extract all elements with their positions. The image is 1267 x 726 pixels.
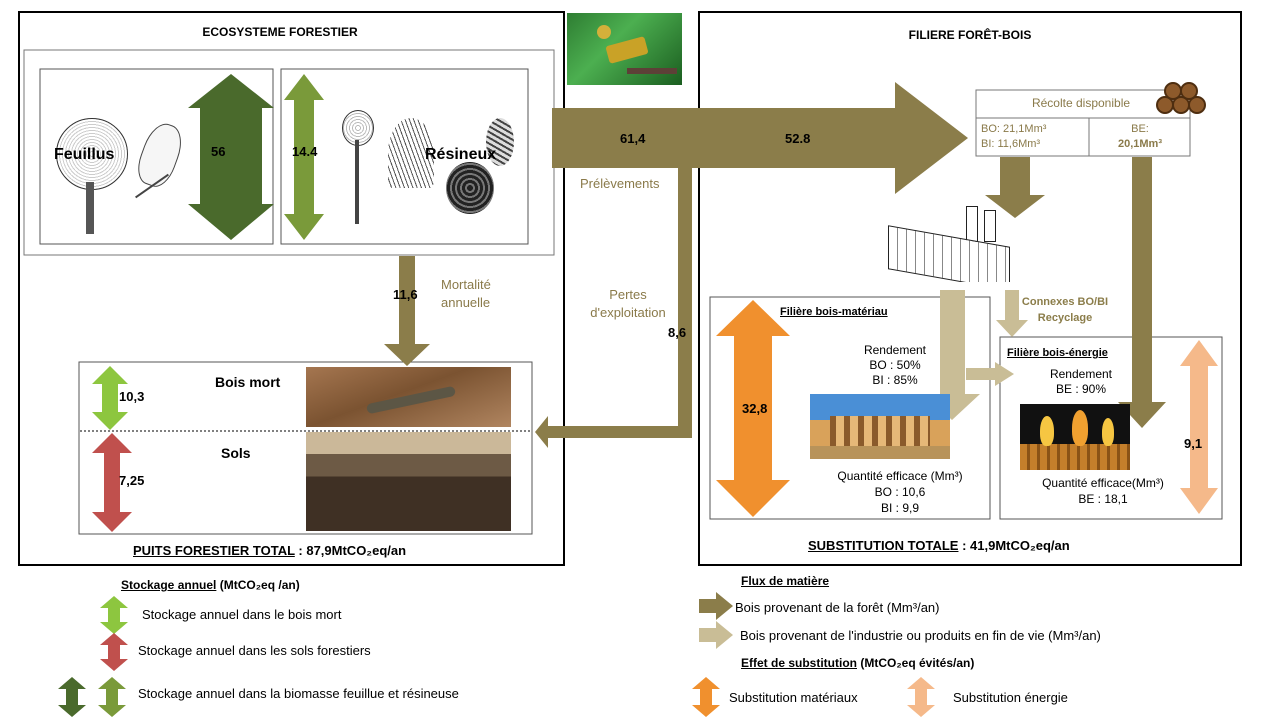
legend-sols-icon (100, 633, 128, 671)
wood-fire-photo (1020, 404, 1130, 470)
legend-stockage-title: Stockage annuel (MtCO₂eq /an) (121, 578, 300, 592)
materiau-to-energie-arrow (966, 362, 1014, 386)
soil-panel (78, 361, 533, 535)
energie-title: Filière bois-énergie (1007, 347, 1108, 359)
legend-sols-label: Stockage annuel dans les sols forestiers (138, 643, 371, 658)
legend-effet-title: Effet de substitution (MtCO₂eq évités/an… (741, 656, 975, 670)
legend-foret-flux-icon (699, 592, 733, 620)
materiau-beige-arrow (924, 290, 980, 420)
legend-industrie-flux-label: Bois provenant de l'industrie ou produit… (740, 628, 1101, 643)
bois-mort-value: 10,3 (119, 389, 145, 404)
resineux-panel (280, 68, 529, 245)
log-pile-icon (1152, 78, 1212, 120)
biomass-feuillue-arrow (188, 74, 274, 240)
bois-mort-photo (306, 367, 511, 427)
small-cone-illustration (484, 118, 518, 168)
materiau-panel (709, 296, 991, 520)
energie-panel (999, 336, 1223, 520)
legend-sub-mat-label: Substitution matériaux (729, 690, 858, 705)
legend-biomasse-label: Stockage annuel dans la biomasse feuillu… (138, 686, 459, 701)
pine-needles-illustration (388, 118, 436, 218)
legend-bois-mort-label: Stockage annuel dans le bois mort (142, 607, 342, 622)
wood-house-photo (810, 394, 950, 459)
legend-industrie-flux-icon (699, 621, 733, 649)
pertes-value: 8,6 (668, 325, 687, 340)
legend-foret-flux-label: Bois provenant de la forêt (Mm³/an) (735, 600, 940, 615)
legend-sub-mat-icon (692, 677, 720, 717)
resineux-label: Résineux (425, 146, 497, 163)
prelevements-value: 61,4 (620, 131, 646, 146)
sols-photo (306, 432, 511, 531)
legend-sub-en-label: Substitution énergie (953, 690, 1068, 705)
substitution-materiaux-arrow (716, 300, 790, 517)
forest-harvester-image (567, 13, 682, 85)
bois-mort-arrow (92, 366, 128, 430)
legend-sub-en-icon (907, 677, 935, 717)
legend-bois-mort-icon (100, 596, 128, 634)
conifer-tree-illustration (338, 110, 378, 225)
filiere-title: FILIERE FORÊT-BOIS (908, 28, 1032, 42)
pine-cone-illustration (444, 160, 498, 216)
filiere-frame (698, 11, 1242, 566)
substitution-energie-value: 9,1 (1184, 436, 1203, 451)
substitution-energie-arrow (1180, 340, 1218, 514)
factory-illustration (884, 206, 1014, 282)
main-flux-arrow (552, 82, 968, 194)
flux-foret-value: 52.8 (785, 131, 811, 146)
mortalite-value: 11,6 (393, 287, 418, 302)
recolte-be: BE:20,1Mm³ (1117, 123, 1163, 150)
biomass-resineuse-value: 14.4 (292, 144, 318, 159)
prelevements-label: Prélèvements (580, 176, 660, 191)
be-arrow (1118, 157, 1166, 428)
recolte-to-industrie-arrow (985, 157, 1045, 218)
recolte-title: Récolte disponible (1031, 96, 1131, 110)
feuillus-label: Feuillus (54, 146, 115, 163)
mortalite-arrow (384, 256, 430, 366)
sols-value: 7,25 (119, 473, 145, 488)
materiau-title: Filière bois-matériau (780, 306, 888, 318)
bois-mort-label: Bois mort (215, 374, 281, 390)
puits-total: PUITS FORESTIER TOTAL : 87,9MtCO₂eq/an (133, 543, 407, 558)
sols-label: Sols (221, 445, 251, 461)
legend-feuillue-icon (58, 677, 86, 717)
legend-resineuse-icon (98, 677, 126, 717)
connexes-arrow (996, 290, 1028, 337)
substitution-materiaux-value: 32,8 (742, 401, 768, 416)
biomass-resineuse-arrow (284, 74, 324, 240)
feuillus-panel (39, 68, 274, 245)
energie-quantite: Quantité efficace(Mm³)BE : 18,1 (1042, 476, 1164, 506)
recolte-box (975, 89, 1191, 157)
sols-arrow (92, 433, 132, 532)
ecosysteme-title: ECOSYSTEME FORESTIER (202, 25, 358, 39)
oak-leaf-illustration (132, 115, 192, 215)
feuillu-tree-illustration (52, 118, 132, 238)
ecosysteme-frame (18, 11, 565, 566)
legend-flux-title: Flux de matière (741, 574, 830, 588)
substitution-total: SUBSTITUTION TOTALE : 41,9MtCO₂eq/an (808, 538, 1070, 553)
biomass-feuillue-value: 56 (211, 144, 226, 159)
